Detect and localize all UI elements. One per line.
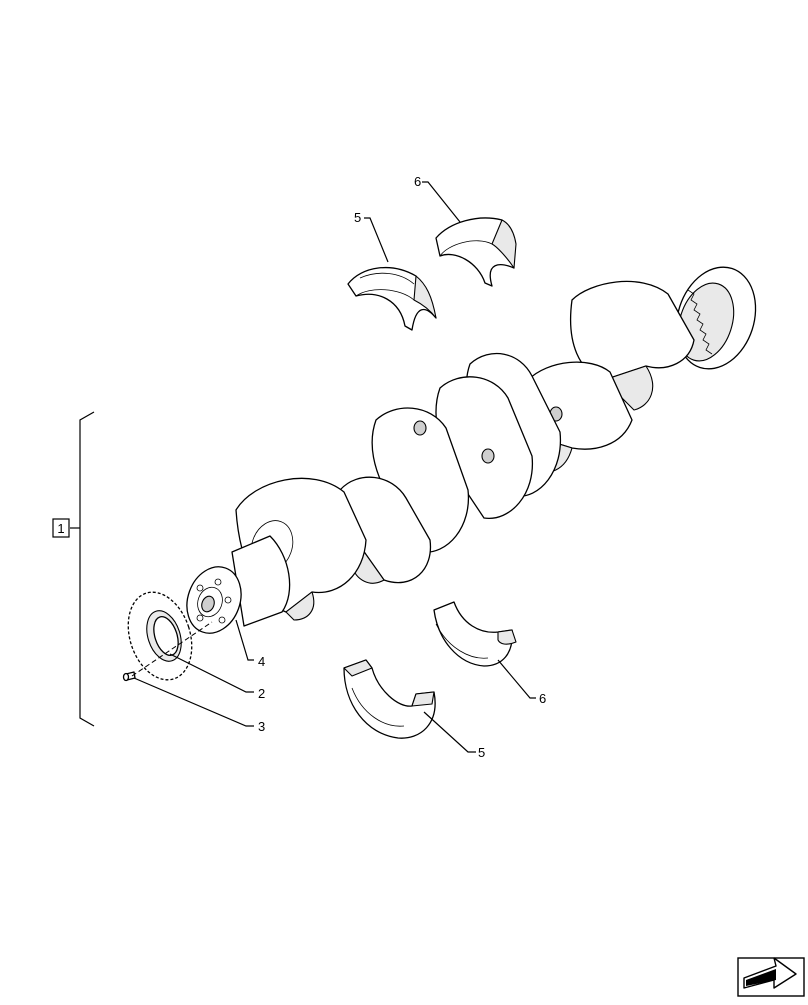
leader-lines — [133, 181, 536, 753]
alignment-axis — [131, 621, 213, 677]
assembly-number: 1 — [57, 521, 64, 536]
callout-4: 4 — [258, 654, 265, 669]
upper-thrust-shell-5 — [347, 266, 437, 331]
assembly-bracket — [52, 411, 95, 727]
callout-6-top: 6 — [414, 174, 421, 189]
upper-bearing-shell-6 — [435, 217, 517, 287]
dowel-pin-3 — [122, 671, 136, 682]
callout-2: 2 — [258, 686, 265, 701]
callout-3: 3 — [258, 719, 265, 734]
lower-bearing-shell-6 — [433, 601, 517, 667]
arrow-icon[interactable] — [737, 957, 805, 997]
callout-5-top: 5 — [354, 210, 361, 225]
crankshaft — [186, 266, 757, 634]
lower-thrust-shell-5 — [343, 659, 436, 739]
timing-gear-2 — [127, 591, 193, 681]
callout-6-bottom: 6 — [539, 691, 546, 706]
callout-5-bottom: 5 — [478, 745, 485, 760]
